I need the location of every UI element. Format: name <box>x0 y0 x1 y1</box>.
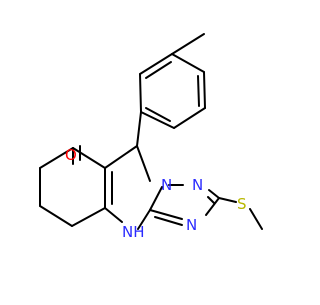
bond <box>149 209 183 220</box>
n3-label: N <box>186 216 197 234</box>
bond <box>208 189 220 199</box>
bond <box>218 197 237 203</box>
bond <box>197 75 200 107</box>
structure-canvas: O NH N N N S <box>39 33 263 241</box>
bond <box>145 107 171 122</box>
bond <box>149 186 163 211</box>
sulfur-label: S <box>237 195 247 213</box>
bond <box>205 197 220 216</box>
bond <box>173 107 206 129</box>
bond-lines <box>39 33 263 230</box>
bond <box>104 207 123 223</box>
oxygen-label: O <box>65 146 77 164</box>
n1-label: N <box>161 176 172 194</box>
bond <box>171 33 205 55</box>
bond <box>249 208 263 230</box>
bond <box>39 205 73 227</box>
n2-label: N <box>192 176 203 194</box>
bond <box>154 216 183 226</box>
bond <box>104 145 138 169</box>
bond <box>207 196 215 204</box>
bond <box>145 61 172 79</box>
bond <box>136 145 151 182</box>
bond <box>171 53 205 73</box>
bond <box>139 53 173 75</box>
bond <box>71 207 106 227</box>
bond <box>139 73 142 113</box>
bond <box>39 147 74 169</box>
nh-label: NH <box>122 223 145 241</box>
bond <box>137 209 151 230</box>
bond <box>140 111 175 129</box>
bond <box>136 111 142 147</box>
bond <box>203 71 206 109</box>
molecule-diagram: O NH N N N S <box>39 33 263 241</box>
bond <box>72 147 106 169</box>
